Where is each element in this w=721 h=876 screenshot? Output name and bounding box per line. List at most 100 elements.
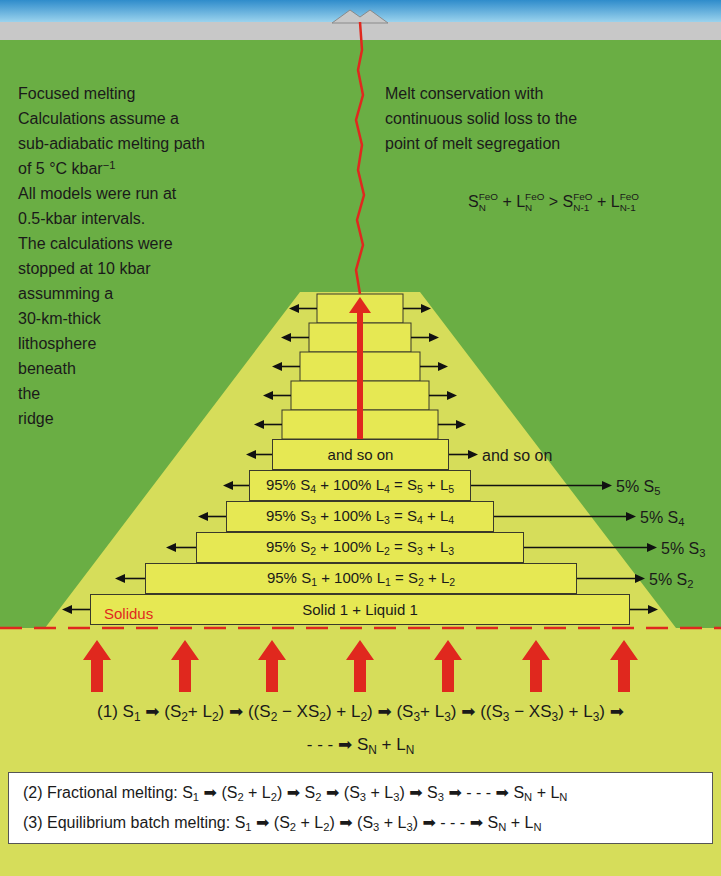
node-text: 95% S3 + 100% L3 = S4 + L4 (266, 507, 454, 526)
note-text: 30-km-thick (18, 309, 101, 328)
flow-arrow (174, 547, 196, 549)
subscript: N-1 (620, 203, 639, 213)
flow-arrow (70, 609, 90, 611)
superscript: −1 (103, 159, 116, 171)
note-text: 5% S5 (616, 477, 660, 498)
upwelling-arrow (522, 640, 550, 692)
subscript: N (533, 821, 541, 833)
subscript: 2 (212, 710, 219, 724)
script-stack: NFeO (479, 192, 498, 213)
arrow-head (115, 574, 125, 583)
subscript: N (498, 821, 506, 833)
note-text: Melt conservation with (385, 84, 543, 103)
subscript: 3 (448, 545, 454, 557)
subscript: 2 (271, 791, 277, 803)
flow-arrow (420, 366, 440, 368)
subscript: 3 (406, 821, 412, 833)
flow-arrow (231, 485, 249, 487)
subscript: 3 (373, 821, 379, 833)
flow-arrow (411, 337, 431, 339)
node-text: (2) Fractional melting: S1 ➡ (S2 + L2) ➡… (23, 778, 698, 808)
melt-channel (356, 22, 364, 294)
subscript: 3 (503, 710, 510, 724)
note-text: SNFeO + LNFeO > SN-1FeO + LN-1FeO (468, 192, 639, 213)
subscript: 2 (315, 791, 321, 803)
arrow-head (438, 362, 448, 371)
flow-arrow (262, 424, 282, 426)
arrow-head (62, 605, 72, 614)
subscript: 3 (384, 514, 390, 526)
arrow-head (648, 605, 658, 614)
arrow-head (647, 543, 657, 552)
note-text: lithosphere (18, 334, 96, 353)
note-text: continuous solid loss to the (385, 109, 577, 128)
note-text: point of melt segregation (385, 134, 560, 153)
subscript: 3 (393, 791, 399, 803)
note-text: stopped at 10 kbar (18, 259, 151, 278)
flow-arrow (403, 308, 423, 310)
subscript: 2 (237, 791, 243, 803)
subscript: 2 (181, 710, 188, 724)
arrow-head (223, 481, 233, 490)
arrow-head (421, 304, 431, 313)
subscript: 2 (360, 710, 367, 724)
note-text: All models were run at (18, 184, 176, 203)
subscript: 3 (444, 710, 451, 724)
note-text: sub-adiabatic melting path (18, 134, 205, 153)
subscript: 4 (384, 483, 390, 495)
note-text: Solidus (104, 605, 153, 623)
script-stack: N-1FeO (573, 192, 592, 213)
flow-arrow (289, 337, 309, 339)
subscript: 2 (323, 821, 329, 833)
melt-step-box: 95% S2 + 100% L2 = S3 + L3 (196, 532, 524, 563)
arrow-head (429, 333, 439, 342)
subscript: N (479, 203, 498, 213)
flow-arrow (471, 485, 604, 487)
flow-arrow (280, 366, 300, 368)
note-text: Calculations assume a (18, 109, 179, 128)
subscript: 3 (310, 514, 316, 526)
subscript: 2 (687, 578, 693, 590)
solidus-line (0, 627, 721, 630)
subscript: N (559, 791, 567, 803)
flow-arrow (206, 516, 226, 518)
subscript: 2 (271, 710, 278, 724)
melt-step-box: 95% S3 + 100% L3 = S4 + L4 (226, 501, 494, 532)
flow-arrow (449, 454, 470, 456)
flow-arrow (524, 547, 649, 549)
note-text: 0.5-kbar intervals. (18, 209, 145, 228)
upwelling-arrow (434, 640, 462, 692)
note-text: 5% S4 (640, 508, 684, 529)
upwelling-arrow (610, 640, 638, 692)
subscript: 2 (418, 576, 424, 588)
flow-arrow (254, 454, 272, 456)
superscript: FeO (573, 192, 592, 202)
note-text: the (18, 384, 40, 403)
script-stack: NFeO (525, 192, 544, 213)
note-text: ridge (18, 409, 54, 428)
melt-step-box: Solid 1 + Liquid 1 (90, 594, 630, 625)
subscript: 3 (438, 791, 444, 803)
arrow-head (447, 391, 457, 400)
arrow-head (635, 574, 645, 583)
note-text: of 5 °C kbar−1 (18, 159, 115, 178)
subscript: 4 (448, 514, 454, 526)
node-text: 95% S4 + 100% L4 = S5 + L5 (266, 476, 454, 495)
flow-arrow (494, 516, 628, 518)
flow-arrow (630, 609, 650, 611)
subscript: 3 (360, 791, 366, 803)
subscript: 2 (384, 545, 390, 557)
flow-arrow (123, 578, 145, 580)
subscript: 2 (310, 545, 316, 557)
flow-arrow (297, 308, 317, 310)
arrow-head (246, 450, 256, 459)
melting-region (0, 292, 721, 876)
superscript: FeO (620, 192, 639, 202)
arrow-head (198, 512, 208, 521)
subscript: 5 (654, 485, 660, 497)
subscript: 1 (385, 576, 391, 588)
method-box: (2) Fractional melting: S1 ➡ (S2 + L2) ➡… (8, 772, 713, 844)
formula-text: - - - ➡ SN + LN (307, 735, 415, 756)
melt-step-box: 95% S1 + 100% L1 = S2 + L2 (145, 563, 577, 594)
arrow-head (166, 543, 176, 552)
